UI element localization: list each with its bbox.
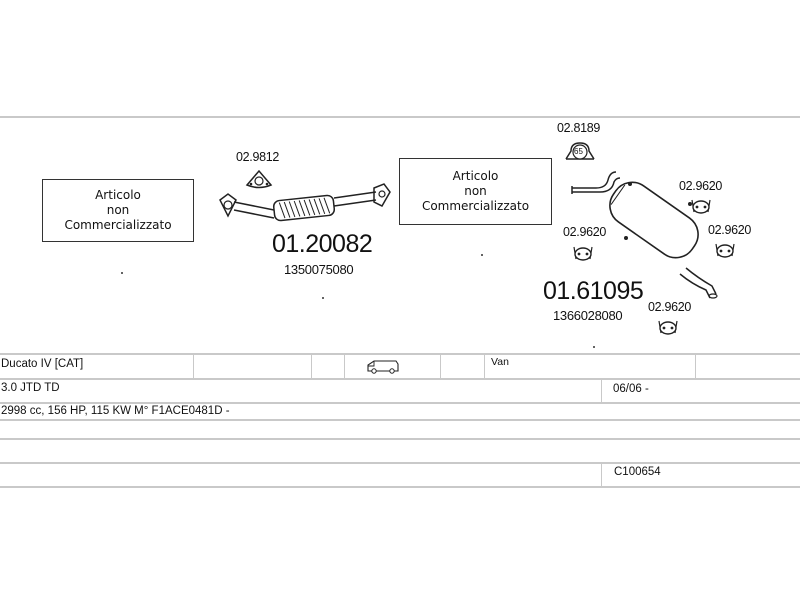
table-separator	[601, 379, 602, 402]
front-pipe-oem: 1350075080	[284, 262, 354, 277]
van-icon	[367, 360, 399, 374]
diagram-dot	[593, 346, 595, 348]
table-separator	[311, 354, 312, 378]
hanger-code: 02.9620	[563, 225, 607, 239]
table-separator	[484, 354, 485, 378]
front-pipe-icon	[219, 183, 391, 222]
clamp-icon	[565, 142, 595, 160]
rubber-hanger-icon	[573, 246, 593, 261]
front-pipe-code: 01.20082	[272, 230, 373, 258]
rubber-hanger-icon	[658, 320, 678, 335]
notice-line-3: Commercializzato	[64, 218, 172, 232]
diagram-dot	[121, 272, 123, 274]
table-separator	[601, 463, 602, 486]
table-border	[0, 462, 800, 464]
engine-specs: 2998 cc, 156 HP, 115 KW M° F1ACE0481D -	[1, 405, 230, 417]
table-separator	[344, 354, 345, 378]
hanger-code: 02.9620	[648, 300, 692, 314]
silencer-oem: 1366028080	[553, 308, 623, 323]
diagram-dot	[481, 254, 483, 256]
frame-bottom-border	[0, 486, 800, 488]
flange-gasket-icon	[245, 169, 273, 189]
hanger-code: 02.9620	[679, 179, 723, 193]
non-commercial-notice: Articolo non Commercializzato	[42, 179, 194, 242]
table-separator	[193, 354, 194, 378]
rubber-hanger-icon	[691, 199, 711, 214]
silencer-code: 01.61095	[543, 277, 644, 305]
hanger-code: 02.9620	[708, 223, 752, 237]
table-border	[0, 419, 800, 421]
frame-top-border	[0, 116, 800, 118]
non-commercial-notice-2: Articolo non Commercializzato	[399, 158, 552, 225]
table-border	[0, 378, 800, 380]
production-date: 06/06 -	[613, 383, 649, 395]
engine-name: 3.0 JTD TD	[1, 382, 60, 394]
clamp-size-label: 65	[574, 147, 583, 156]
rubber-hanger-icon	[715, 243, 735, 258]
body-type: Van	[491, 356, 509, 368]
catalog-number: C100654	[614, 466, 661, 478]
vehicle-model: Ducato IV [CAT]	[1, 358, 84, 370]
notice-line-1: Articolo	[452, 169, 499, 183]
table-border	[0, 353, 800, 355]
front-pipe-clamp-code: 02.9812	[236, 150, 280, 164]
table-border	[0, 438, 800, 440]
rear-silencer-icon	[571, 171, 718, 299]
notice-line-1: Articolo	[95, 188, 141, 202]
notice-line-2: non	[106, 203, 130, 217]
table-separator	[440, 354, 441, 378]
table-border	[0, 402, 800, 404]
diagram-dot	[322, 297, 324, 299]
table-separator	[695, 354, 696, 378]
silencer-clamp-code: 02.8189	[557, 121, 601, 135]
notice-line-2: non	[464, 184, 487, 198]
notice-line-3: Commercializzato	[421, 199, 530, 213]
